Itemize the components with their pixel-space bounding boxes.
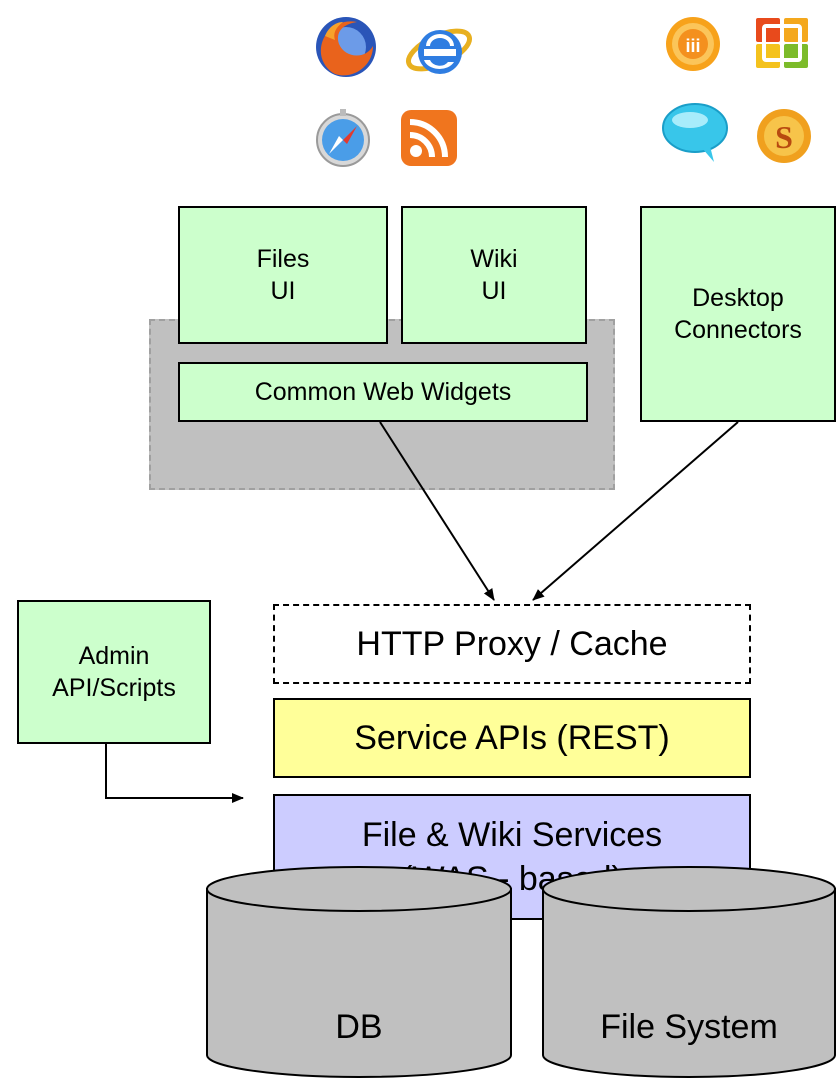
db-cylinder [206,866,512,1078]
svg-text:S: S [775,119,793,155]
sametime-chat-icon [660,100,730,166]
db-label: DB [335,1007,383,1046]
wiki-ui-label: Wiki UI [470,245,518,305]
files-ui-box: Files UI [178,206,388,344]
files-ui-label: Files UI [256,245,310,305]
desktop-connectors-label: Desktop Connectors [674,284,802,344]
wiki-ui-box: Wiki UI [401,206,587,344]
admin-to-services-arrow [105,744,244,803]
svg-text:iii: iii [685,36,700,56]
http-proxy-cache-label: HTTP Proxy / Cache [356,625,668,663]
widgets-to-proxy-arrow [379,421,495,601]
safari-icon [311,108,375,168]
desktop-connectors-box: Desktop Connectors [640,206,836,422]
rss-feed-icon [399,108,459,168]
file-wiki-services-label: File & Wiki Services (WAS - based) [361,816,663,898]
file-system-cylinder [542,866,836,1078]
lotus-symphony-icon: S [752,100,816,166]
lotus-notes-icon: iii [663,14,723,74]
firefox-icon [313,14,379,80]
connectors-to-proxy-arrow [532,421,739,601]
internet-explorer-icon [404,12,474,82]
service-apis-label: Service APIs (REST) [354,719,670,757]
admin-api-scripts-label: Admin API/Scripts [52,642,176,702]
admin-api-scripts-box: Admin API/Scripts [17,600,211,744]
common-web-widgets-label: Common Web Widgets [254,378,512,406]
file-system-label: File System [600,1007,778,1046]
microsoft-office-icon [752,14,812,72]
service-apis-box: Service APIs (REST) [273,698,751,778]
http-proxy-cache-box: HTTP Proxy / Cache [273,604,751,684]
common-web-widgets-box: Common Web Widgets [178,362,588,422]
